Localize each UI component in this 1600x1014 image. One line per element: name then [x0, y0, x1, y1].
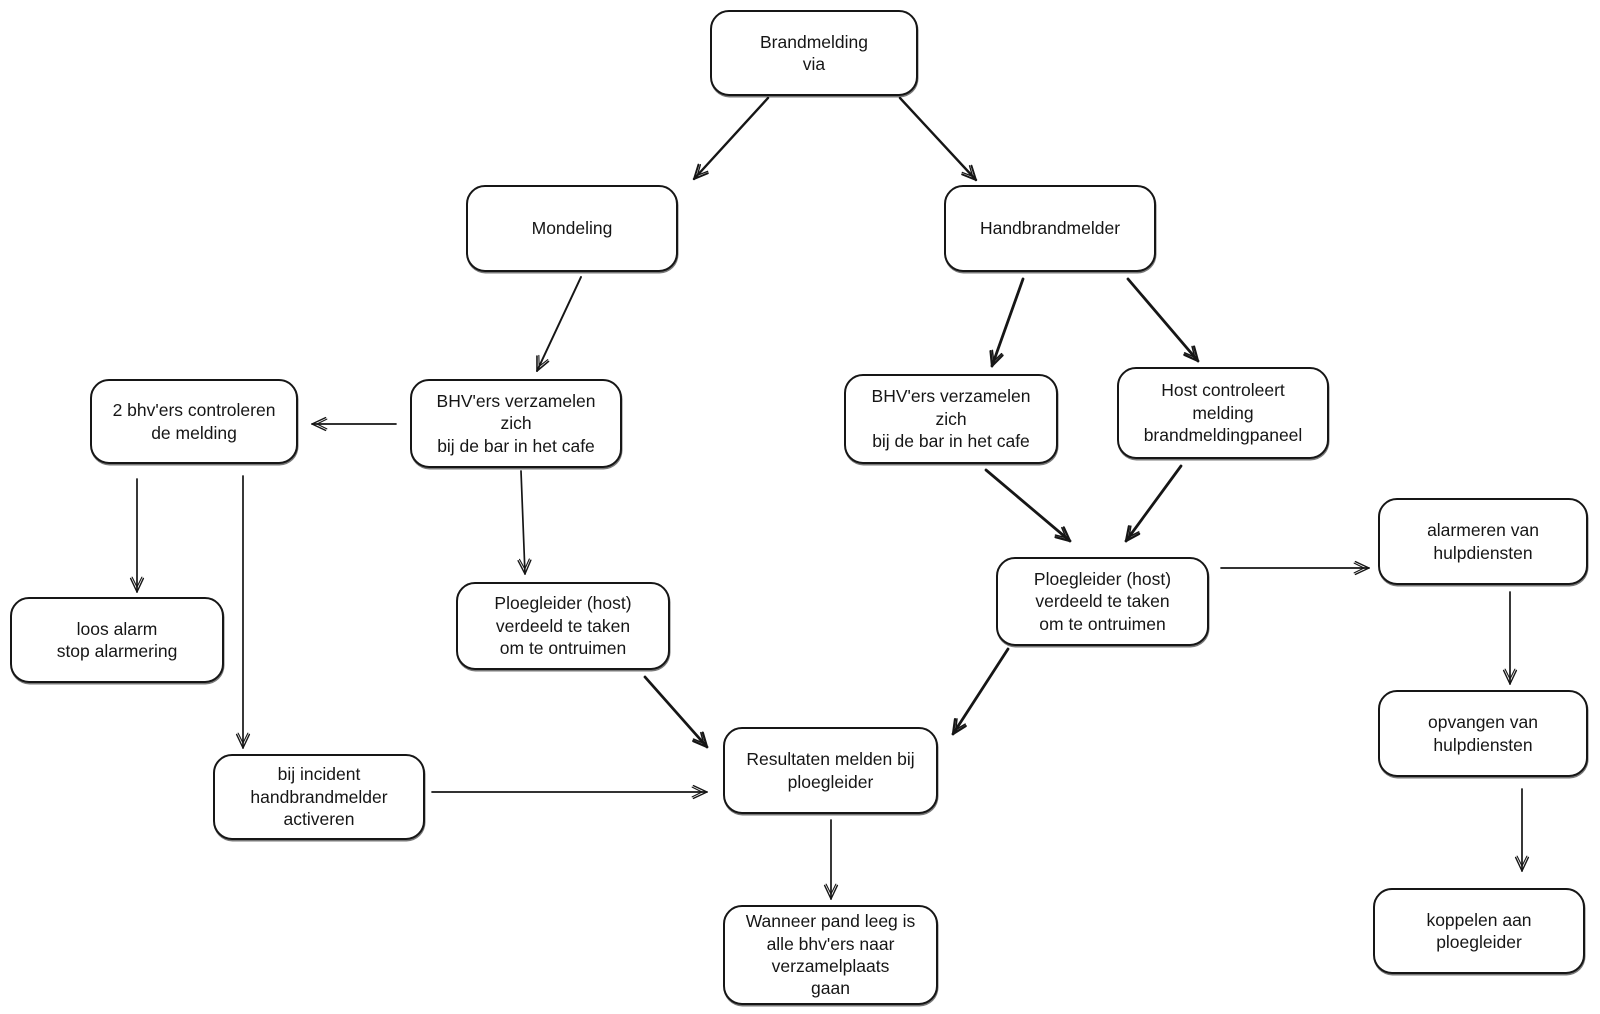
node-brandmelding-via-label: Brandmelding via: [760, 31, 868, 74]
arrow-bhv-verzamelen-links-to-ploegleider-links: [517, 470, 532, 575]
node-mondeling-label: Mondeling: [531, 218, 613, 239]
node-bhv-verzamelen-links-label: BHV'ers verzamelen zich bij de bar in he…: [436, 390, 596, 456]
node-wanneer-pand-leeg-label: Wanneer pand leeg is alle bhv'ers naar v…: [745, 911, 916, 999]
node-handbrandmelder-label: Handbrandmelder: [979, 218, 1121, 239]
arrow-ploegleider-links-to-resultaten-melden: [643, 675, 709, 749]
node-brandmelding-via: Brandmelding via: [710, 10, 918, 96]
node-bij-incident-label: bij incident handbrandmelder activeren: [250, 764, 388, 830]
arrow-brandmelding-via-to-handbrandmelder: [898, 96, 978, 182]
arrow-ploegleider-rechts-to-resultaten-melden: [951, 647, 1010, 736]
node-alarmeren-hulpdiensten-label: alarmeren van hulpdiensten: [1427, 520, 1539, 563]
arrow-opvangen-hulpdiensten-to-koppelen-ploegleider: [1514, 788, 1530, 872]
node-handbrandmelder: Handbrandmelder: [944, 185, 1156, 272]
arrow-host-controleert-to-ploegleider-rechts: [1124, 464, 1183, 543]
node-resultaten-melden-label: Resultaten melden bij ploegleider: [746, 749, 915, 792]
node-opvangen-hulpdiensten-label: opvangen van hulpdiensten: [1428, 712, 1538, 755]
node-ploegleider-rechts: Ploegleider (host) verdeeld te taken om …: [996, 557, 1209, 646]
arrow-handbrandmelder-to-bhv-verzamelen-rechts: [989, 277, 1025, 368]
node-resultaten-melden: Resultaten melden bij ploegleider: [723, 727, 938, 814]
node-host-controleert-label: Host controleert melding brandmeldingpan…: [1143, 380, 1303, 446]
node-ploegleider-links: Ploegleider (host) verdeeld te taken om …: [456, 582, 670, 670]
node-2-bhvers-controleren-label: 2 bhv'ers controleren de melding: [112, 400, 276, 443]
arrow-bhvers-controleren-to-bij-incident: [235, 475, 251, 749]
arrow-brandmelding-via-to-mondeling: [692, 96, 770, 181]
node-bhv-verzamelen-rechts: BHV'ers verzamelen zich bij de bar in he…: [844, 374, 1058, 464]
node-bhv-verzamelen-links: BHV'ers verzamelen zich bij de bar in he…: [410, 379, 622, 468]
arrow-handbrandmelder-to-host-controleert: [1126, 277, 1200, 363]
arrow-resultaten-melden-to-wanneer-pand-leeg: [823, 819, 839, 900]
node-2-bhvers-controleren: 2 bhv'ers controleren de melding: [90, 379, 298, 464]
node-loos-alarm: loos alarm stop alarmering: [10, 597, 224, 683]
node-koppelen-ploegleider-label: koppelen aan ploegleider: [1426, 909, 1532, 952]
node-bhv-verzamelen-rechts-label: BHV'ers verzamelen zich bij de bar in he…: [871, 386, 1031, 452]
node-host-controleert: Host controleert melding brandmeldingpan…: [1117, 367, 1329, 459]
node-mondeling: Mondeling: [466, 185, 678, 272]
node-bij-incident: bij incident handbrandmelder activeren: [213, 754, 425, 840]
node-alarmeren-hulpdiensten: alarmeren van hulpdiensten: [1378, 498, 1588, 585]
arrow-mondeling-to-bhv-verzamelen-links: [536, 276, 582, 372]
node-loos-alarm-label: loos alarm stop alarmering: [56, 618, 178, 661]
node-koppelen-ploegleider: koppelen aan ploegleider: [1373, 888, 1585, 974]
arrow-bhv-verzamelen-links-to-bhvers-controleren: [311, 416, 397, 432]
arrow-alarmeren-hulpdiensten-to-opvangen-hulpdiensten: [1502, 591, 1518, 685]
node-ploegleider-links-label: Ploegleider (host) verdeeld te taken om …: [494, 593, 632, 659]
arrow-bhvers-controleren-to-loos-alarm: [129, 478, 145, 593]
arrow-ploegleider-rechts-to-alarmeren-hulpdiensten: [1220, 560, 1370, 576]
arrow-bhv-verzamelen-rechts-to-ploegleider-rechts: [984, 468, 1072, 543]
node-opvangen-hulpdiensten: opvangen van hulpdiensten: [1378, 690, 1588, 777]
arrow-bij-incident-to-resultaten-melden: [431, 784, 708, 800]
node-ploegleider-rechts-label: Ploegleider (host) verdeeld te taken om …: [1033, 568, 1172, 634]
node-wanneer-pand-leeg: Wanneer pand leeg is alle bhv'ers naar v…: [723, 905, 938, 1005]
